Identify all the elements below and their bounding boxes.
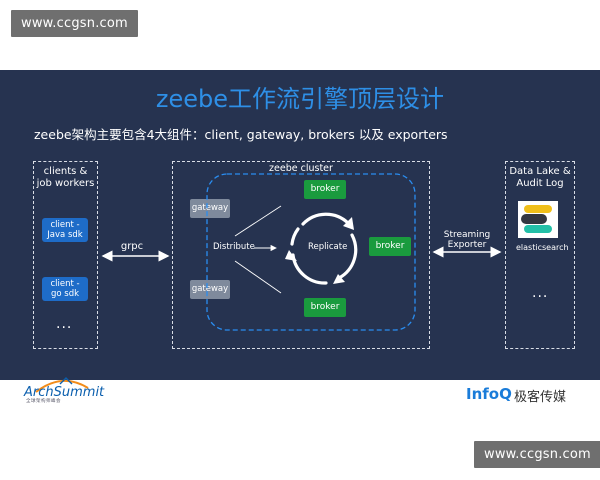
clients-box — [33, 161, 98, 349]
gateway-top: gateway — [190, 199, 230, 218]
streaming-exporter-label: Streaming Exporter — [443, 230, 491, 250]
gateway-bottom: gateway — [190, 280, 230, 299]
slide-background — [0, 70, 600, 380]
cluster-label: zeebe cluster — [269, 163, 333, 174]
broker-bottom: broker — [304, 298, 346, 317]
slide-subtitle: zeebe架构主要包含4大组件：client, gateway, brokers… — [34, 127, 448, 142]
distribute-label: Distribute — [213, 242, 255, 252]
datalake-ellipsis: ... — [532, 285, 549, 301]
clients-ellipsis: ... — [56, 316, 73, 332]
archsummit-sub: 全球架构师峰会 — [26, 399, 61, 404]
client-java-sdk: client - Java sdk — [42, 218, 88, 242]
replicate-label: Replicate — [308, 242, 348, 252]
archsummit-logo: ArchSummit — [24, 385, 105, 400]
distribute-line-down — [234, 260, 282, 294]
grpc-label: grpc — [120, 241, 144, 252]
infoq-logo: InfoQ — [466, 385, 512, 403]
inner-cluster-outline — [206, 173, 416, 331]
elasticsearch-label: elasticsearch — [516, 243, 569, 252]
elasticsearch-logo-icon — [518, 201, 558, 238]
broker-top: broker — [304, 180, 346, 199]
watermark-top: www.ccgsn.com — [11, 10, 138, 37]
clients-label: clients & job workers — [36, 166, 95, 189]
archsummit-arc-icon — [35, 380, 89, 393]
broker-right: broker — [369, 237, 411, 256]
infoq-chinese: 极客传媒 — [514, 390, 567, 405]
slide-title: zeebe工作流引擎顶层设计 — [155, 85, 445, 113]
distribute-line-up — [234, 205, 282, 237]
datalake-box — [505, 161, 575, 349]
datalake-label: Data Lake & Audit Log — [509, 166, 571, 189]
zeebe-cluster-box — [172, 161, 430, 349]
watermark-bottom: www.ccgsn.com — [474, 441, 600, 468]
client-go-sdk: client - go sdk — [42, 277, 88, 301]
